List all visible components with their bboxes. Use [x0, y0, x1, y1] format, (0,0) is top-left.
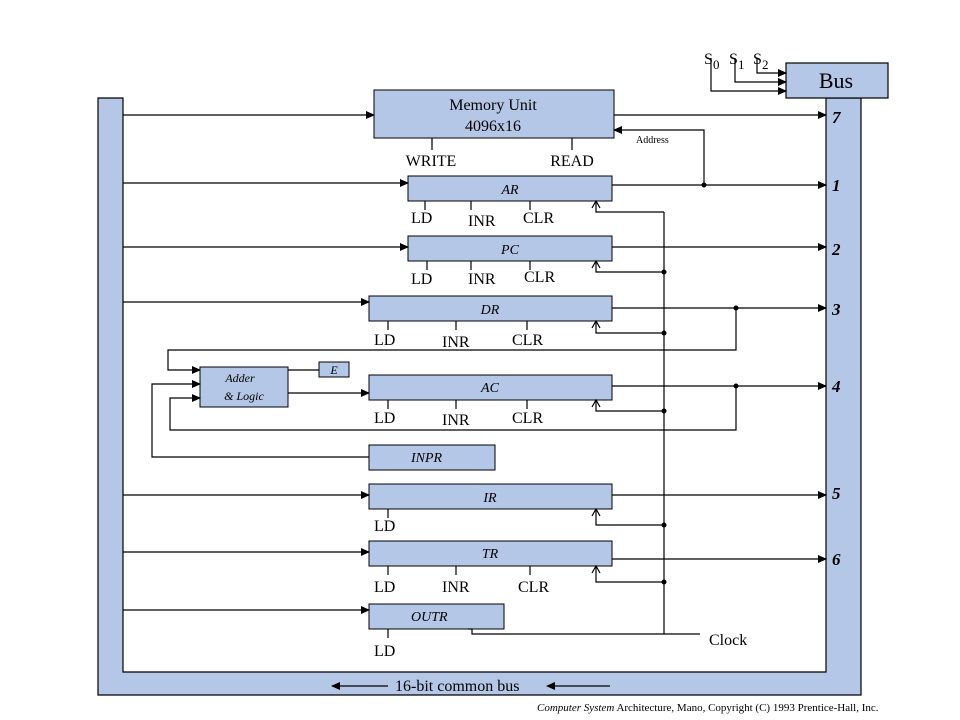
register-outr	[368, 603, 505, 630]
ar-clr: CLR	[523, 210, 554, 227]
pc-inr: INR	[468, 271, 496, 288]
adder-line2: & Logic	[224, 389, 264, 403]
memory-size: 4096x16	[465, 118, 521, 135]
select-s1-sub: 1	[738, 57, 745, 72]
outr-ld: LD	[374, 643, 395, 660]
ir-ld: LD	[374, 518, 395, 535]
register-e-label: E	[329, 363, 338, 377]
ar-inr: INR	[468, 213, 496, 230]
memory-write: WRITE	[406, 153, 457, 170]
memory-unit	[373, 89, 615, 139]
register-tr	[368, 540, 613, 567]
bus-number-2: 2	[831, 240, 841, 259]
register-ac	[368, 374, 613, 401]
bus-number-6: 6	[832, 550, 841, 569]
dr-ld: LD	[374, 332, 395, 349]
register-pc-label: PC	[500, 243, 520, 258]
ac-clr: CLR	[512, 410, 543, 427]
bus-number-7: 7	[832, 108, 842, 127]
clock-label: Clock	[709, 632, 747, 649]
register-tr-label: TR	[482, 547, 499, 562]
copyright-footer: Computer System Architecture, Mano, Copy…	[537, 702, 879, 714]
tr-inr: INR	[442, 579, 470, 596]
address-label: Address	[636, 135, 669, 146]
bus-number-4: 4	[831, 377, 841, 396]
tr-ld: LD	[374, 579, 395, 596]
ac-inr: INR	[442, 412, 470, 429]
select-lines: S 0 S 1 S 2	[704, 51, 787, 95]
select-s1: S	[729, 51, 738, 68]
bus-label: Bus	[819, 68, 853, 93]
select-s0: S	[704, 51, 713, 68]
memory-read: READ	[550, 153, 594, 170]
register-ar-label: AR	[500, 183, 519, 198]
register-ir	[368, 483, 613, 510]
register-dr-label: DR	[480, 303, 500, 318]
select-s0-sub: 0	[713, 57, 720, 72]
pc-clr: CLR	[524, 269, 555, 286]
memory-title: Memory Unit	[449, 97, 537, 114]
register-inpr-label: INPR	[410, 451, 443, 466]
select-s2-sub: 2	[762, 57, 769, 72]
adder-line1: Adder	[224, 371, 255, 385]
dr-inr: INR	[442, 334, 470, 351]
adder-logic	[199, 366, 289, 408]
bus-box	[785, 62, 889, 99]
bus-number-1: 1	[832, 176, 841, 195]
bus-number-3: 3	[831, 300, 841, 319]
ar-ld: LD	[411, 210, 432, 227]
pc-ld: LD	[411, 271, 432, 288]
register-ac-label: AC	[480, 381, 500, 396]
register-ir-label: IR	[482, 491, 497, 506]
dr-clr: CLR	[512, 332, 543, 349]
bus-number-5: 5	[832, 484, 841, 503]
register-outr-label: OUTR	[411, 610, 448, 625]
ac-ld: LD	[374, 410, 395, 427]
tr-clr: CLR	[518, 579, 549, 596]
common-bus-label: 16-bit common bus	[395, 678, 519, 695]
register-ar	[407, 175, 613, 202]
